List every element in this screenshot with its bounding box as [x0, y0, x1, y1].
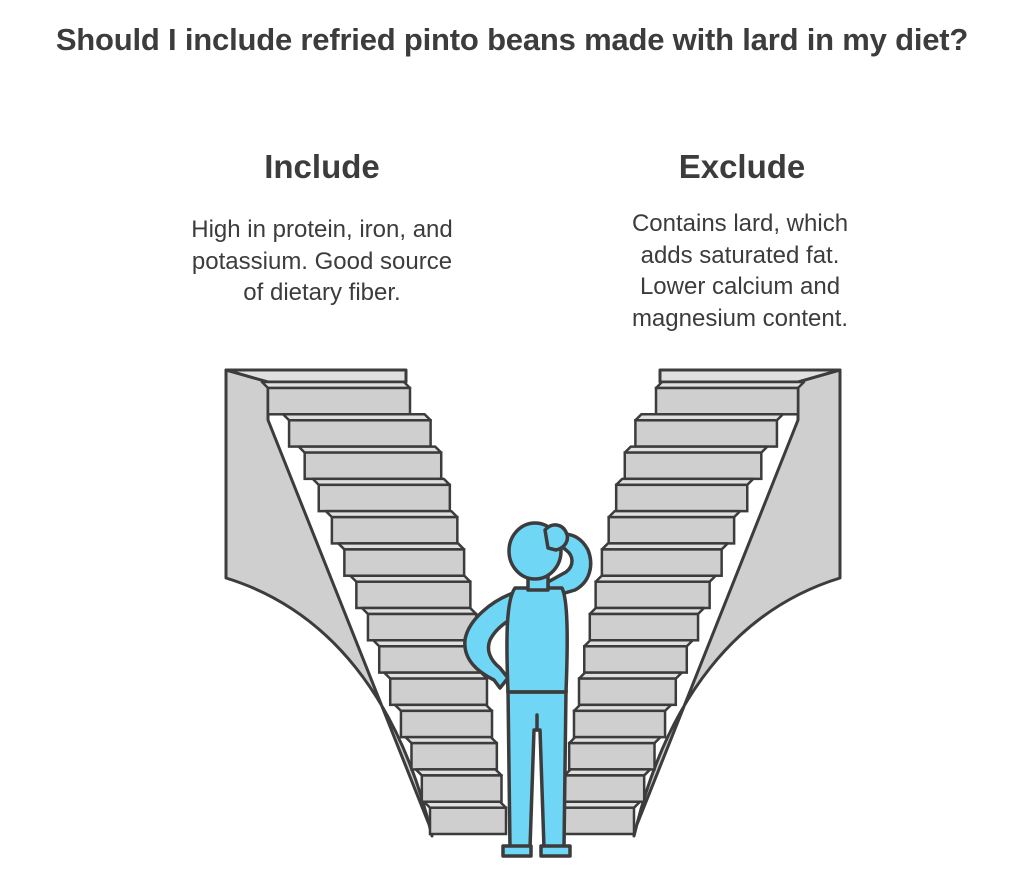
exclude-heading: Exclude: [678, 148, 806, 185]
confused-person-icon: [463, 521, 593, 858]
left-step-riser: [420, 774, 503, 803]
right-step-riser: [634, 419, 779, 448]
exclude-line-3: Lower calcium and: [639, 273, 841, 300]
include-description: High in protein, iron, and potassium. Go…: [172, 214, 472, 309]
right-stair-top: [658, 368, 842, 384]
left-stair-top: [224, 368, 408, 384]
right-step-riser: [563, 774, 646, 803]
right-step-riser: [607, 515, 736, 545]
right-step-riser: [614, 483, 749, 513]
right-step-riser: [623, 451, 763, 481]
left-step-riser: [303, 451, 443, 481]
left-step-riser: [355, 580, 472, 610]
exclude-line-1: Contains lard, which: [631, 210, 849, 237]
diagram-title: Should I include refried pinto beans mad…: [55, 22, 969, 57]
exclude-line-2: adds saturated fat.: [640, 241, 840, 269]
left-step-riser: [399, 709, 494, 739]
left-step-riser: [388, 677, 489, 707]
exclude-line-4: magnesium content.: [631, 304, 849, 332]
right-step-riser: [577, 677, 678, 707]
include-line-3: of dietary fiber.: [243, 279, 401, 306]
right-stair-wall: [632, 368, 842, 838]
left-step-riser: [287, 419, 432, 448]
left-step-riser: [366, 612, 478, 642]
staircases: [224, 368, 842, 838]
right-step-riser: [558, 806, 636, 836]
left-step-riser: [428, 806, 508, 836]
left-step-riser: [317, 483, 452, 513]
right-step-riser: [594, 580, 711, 610]
right-step-riser: [583, 645, 689, 674]
right-step-riser: [600, 548, 723, 577]
left-step-riser: [266, 386, 412, 416]
left-step-riser: [410, 741, 499, 771]
right-step-riser: [567, 741, 656, 771]
right-step-riser: [588, 612, 700, 642]
right-step-riser: [572, 709, 667, 739]
right-step-riser: [654, 386, 800, 416]
include-heading: Include: [264, 148, 380, 185]
left-stair-wall: [224, 368, 434, 838]
include-line-2: potassium. Good source: [191, 247, 453, 275]
include-line-1: High in protein, iron, and: [191, 216, 453, 243]
left-step-riser: [343, 548, 466, 577]
left-step-riser: [330, 515, 459, 545]
exclude-description: Contains lard, which adds saturated fat.…: [600, 208, 880, 334]
